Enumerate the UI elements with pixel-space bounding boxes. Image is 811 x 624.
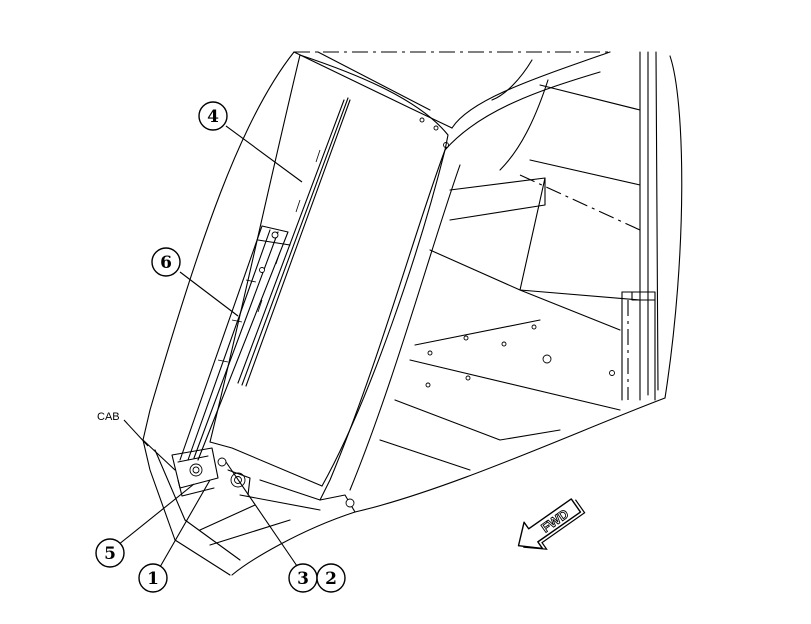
svg-text:6: 6 [160, 253, 172, 273]
svg-text:3: 3 [297, 569, 309, 589]
svg-text:4: 4 [207, 107, 219, 127]
callout-6: 6 [151, 247, 181, 277]
wiper-blade [237, 97, 351, 387]
wiper-arm [179, 225, 291, 461]
wiper-pivot-assembly [171, 447, 251, 497]
fwd-arrow-icon: FWD [517, 498, 586, 550]
cab-structure [142, 51, 683, 576]
callout-1: 1 [138, 563, 168, 593]
callout-5: 5 [95, 538, 125, 568]
leader-lines [117, 125, 303, 568]
callout-3: 3 [288, 563, 318, 593]
callout-4: 4 [198, 101, 228, 131]
callout-2: 2 [316, 563, 346, 593]
svg-text:5: 5 [104, 544, 116, 564]
svg-text:2: 2 [325, 569, 337, 589]
windshield-glass [209, 54, 449, 487]
cab-label: CAB [97, 411, 120, 423]
svg-text:1: 1 [147, 569, 159, 589]
